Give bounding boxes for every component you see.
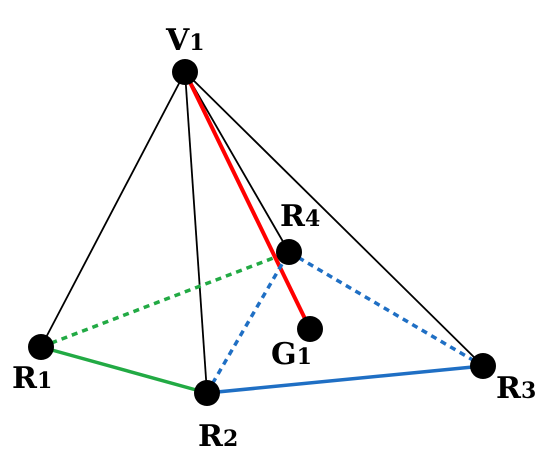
label-r2: R2 — [198, 419, 238, 454]
node-r2 — [194, 380, 220, 406]
label-g1: G1 — [271, 337, 312, 372]
edge-v1-r2 — [184, 71, 208, 394]
label-r1: R1 — [12, 361, 52, 396]
node-r3 — [470, 353, 496, 379]
edge-v1-r4 — [184, 71, 290, 253]
edge-r2-r3 — [206, 364, 484, 395]
label-r3: R3 — [496, 371, 536, 406]
edge-r4-r3 — [288, 250, 484, 368]
edge-r1-r4 — [40, 250, 290, 349]
node-r4 — [276, 239, 302, 265]
label-v1: V1 — [165, 23, 205, 58]
node-r1 — [28, 334, 54, 360]
labels-layer: V1 R4 G1 R1 R2 R3 — [12, 23, 536, 454]
node-g1 — [297, 316, 323, 342]
edge-r1-r2 — [40, 345, 208, 395]
edges-layer — [40, 71, 484, 395]
node-v1 — [172, 59, 198, 85]
label-r4: R4 — [280, 199, 320, 234]
edge-v1-r1 — [40, 71, 186, 348]
nodes-layer — [28, 59, 496, 406]
edge-r2-r4 — [205, 251, 291, 394]
edge-v1-g1 — [183, 71, 312, 330]
edge-v1-r3 — [184, 71, 484, 367]
